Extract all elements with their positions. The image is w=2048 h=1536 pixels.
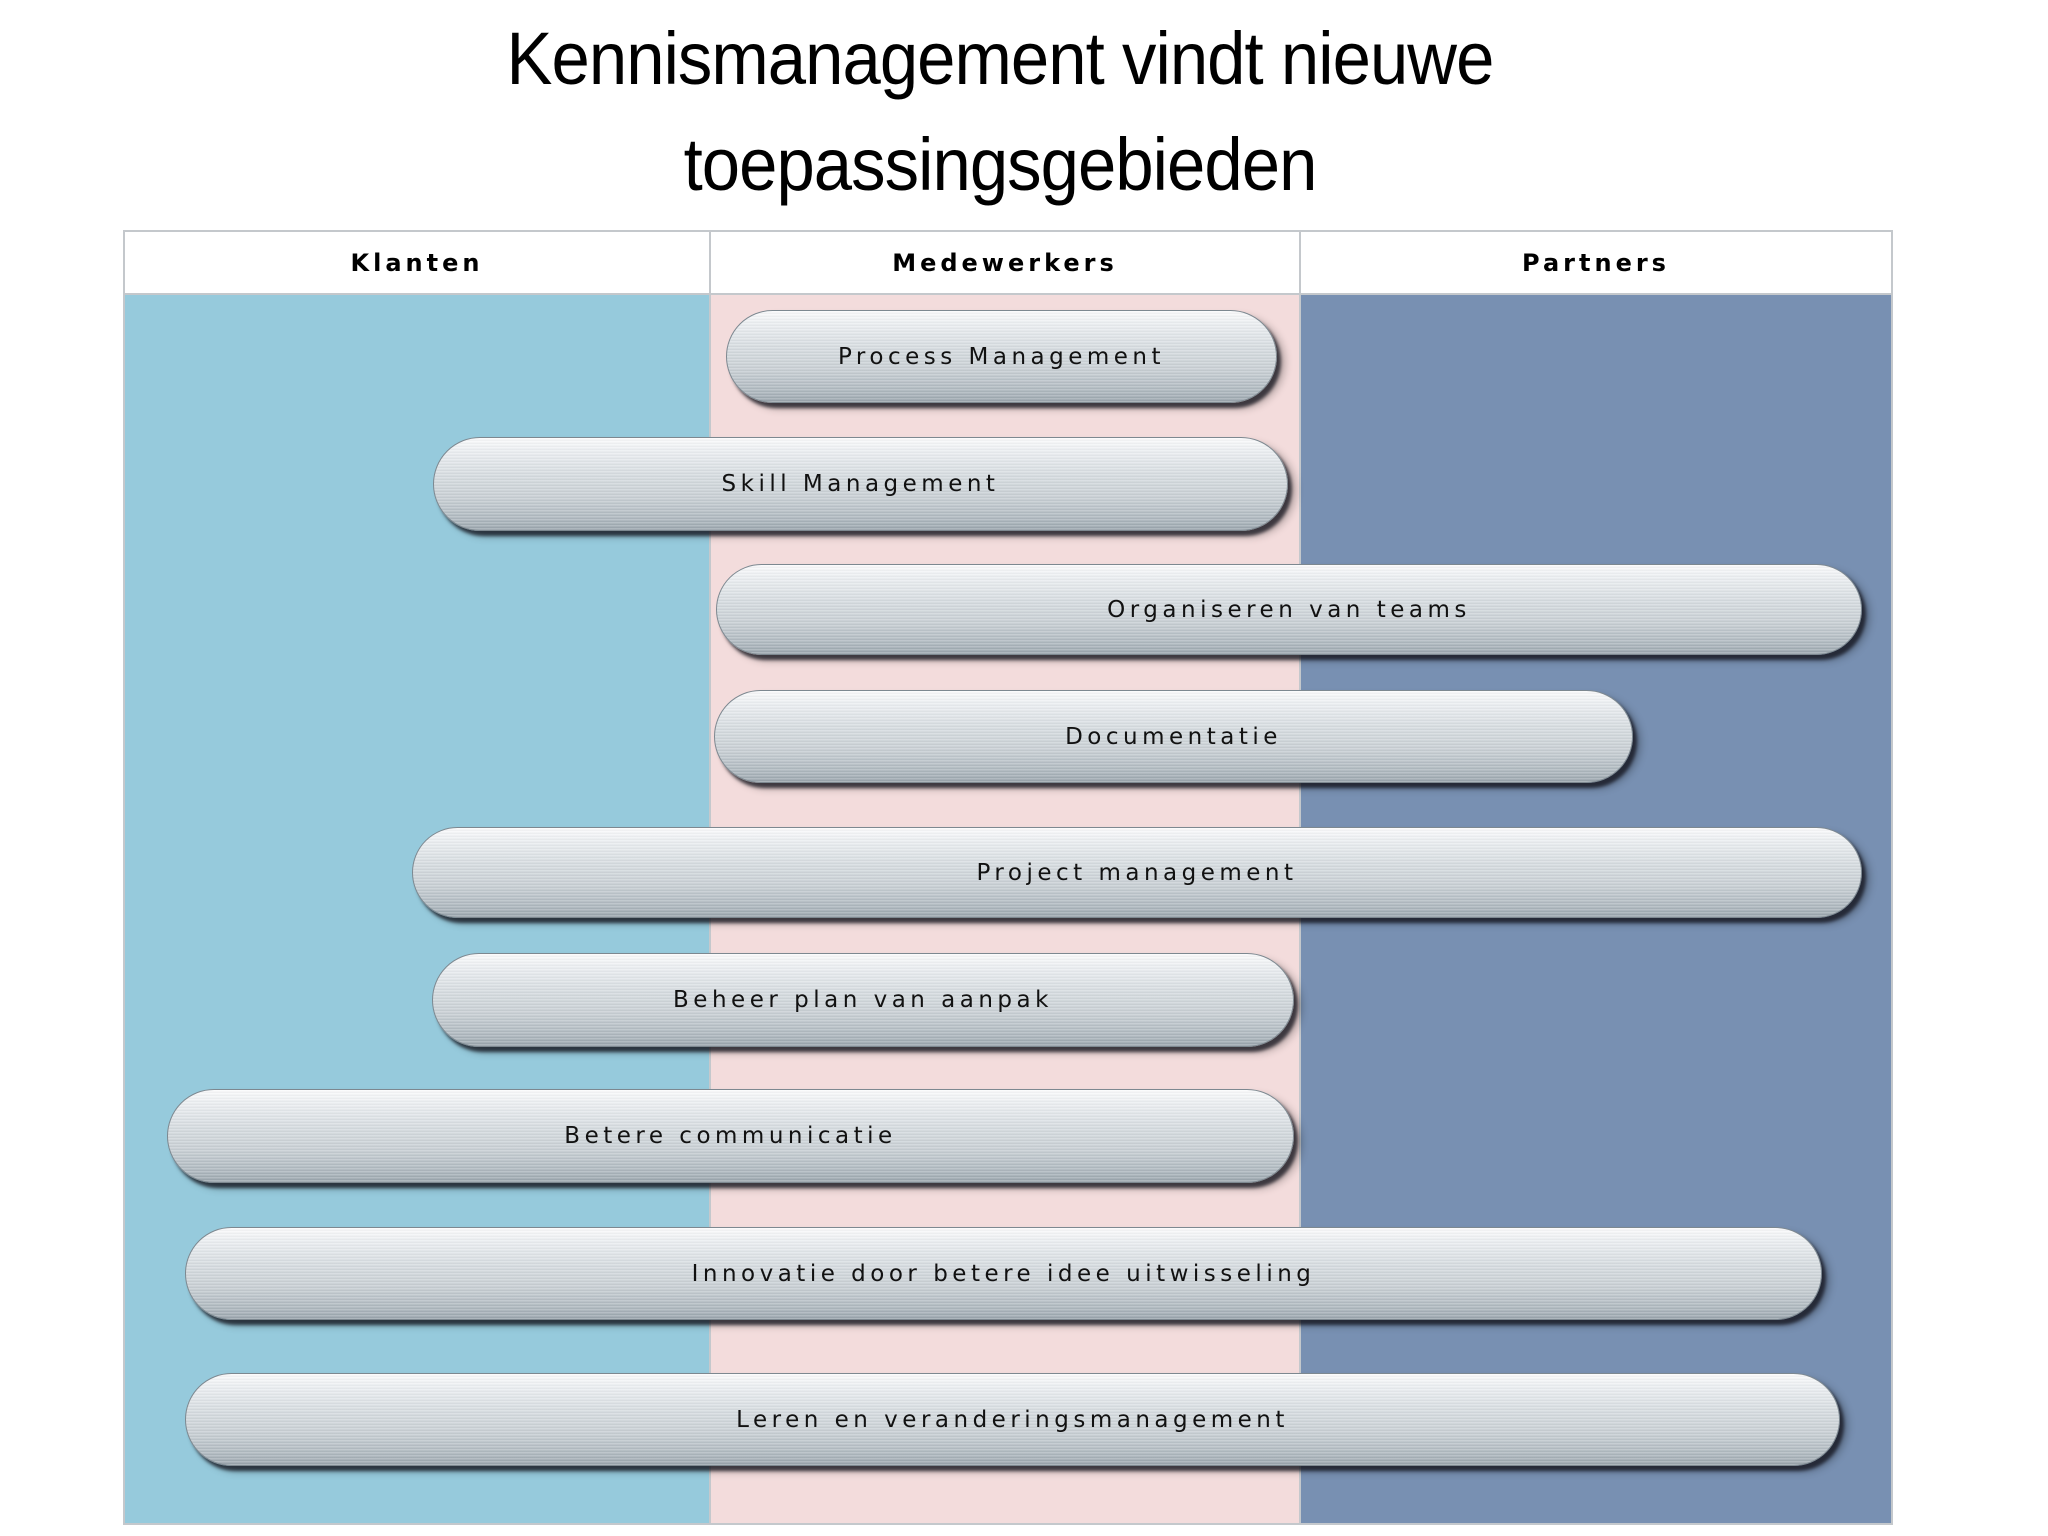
column-header-partners: Partners	[1301, 232, 1891, 295]
pill-process-management: Process Management	[726, 310, 1277, 403]
slide-title: Kennismanagement vindt nieuwe toepassing…	[70, 6, 1930, 218]
pill-skill-management: Skill Management	[433, 437, 1288, 531]
slide-title-line-1: Kennismanagement vindt nieuwe	[506, 17, 1495, 100]
pill-betere-communicatie: Betere communicatie	[167, 1089, 1294, 1183]
pill-documentatie: Documentatie	[714, 690, 1633, 783]
pill-organiseren-van-teams: Organiseren van teams	[716, 564, 1862, 655]
column-header-medewerkers: Medewerkers	[711, 232, 1299, 295]
pill-beheer-plan-van-aanpak: Beheer plan van aanpak	[432, 953, 1294, 1047]
slide-title-line-2: toepassingsgebieden	[683, 123, 1318, 206]
column-header-klanten: Klanten	[125, 232, 709, 295]
pill-project-management: Project management	[412, 827, 1862, 918]
pill-innovatie: Innovatie door betere idee uitwisseling	[185, 1227, 1822, 1320]
pill-leren-en-veranderingsmanagement: Leren en veranderingsmanagement	[185, 1373, 1840, 1466]
